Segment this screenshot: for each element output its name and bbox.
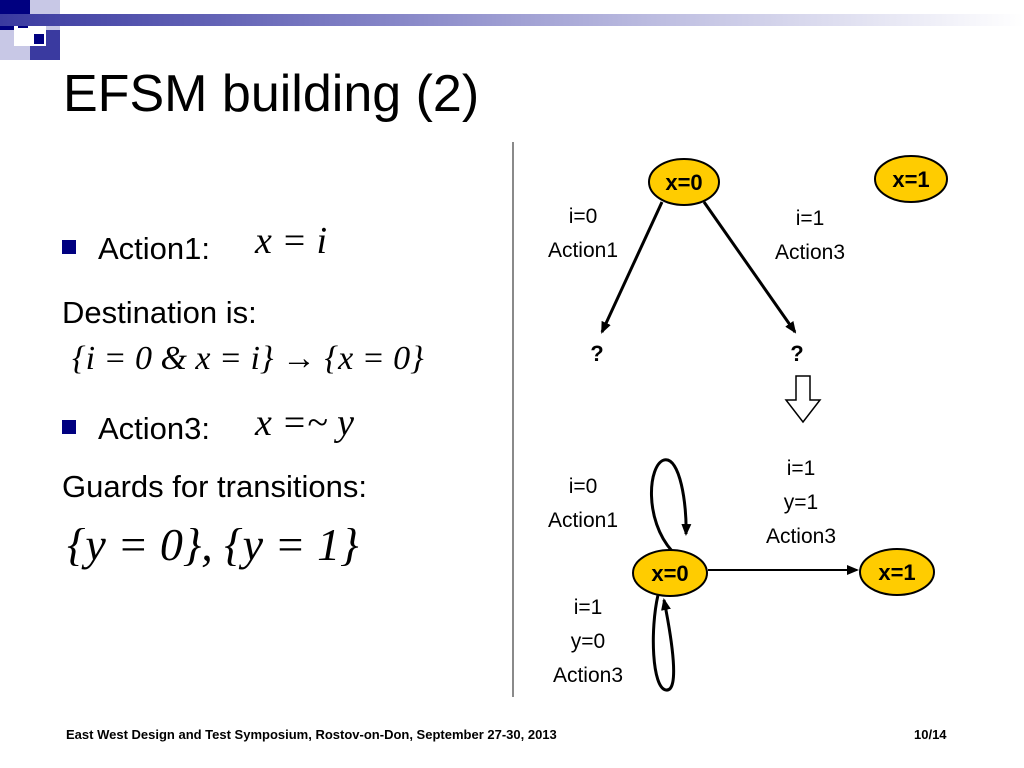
- state-label-top-x0: x=0: [665, 170, 702, 195]
- loop-top-label-1: i=0: [569, 475, 598, 498]
- action3-formula: x =~ y: [255, 401, 354, 445]
- transition-edge-top-right: [702, 201, 797, 334]
- vertical-divider: [512, 142, 514, 697]
- action3-line: Action3:: [62, 411, 210, 447]
- slide-footer: East West Design and Test Symposium, Ros…: [66, 727, 557, 742]
- guards-label: Guards for transitions:: [62, 469, 367, 504]
- unknown-target-left: ?: [590, 341, 603, 366]
- edge-label-top-right-2: Action3: [775, 241, 845, 264]
- loop-top-label-2: Action1: [548, 509, 618, 532]
- action1-line: Action1:: [62, 231, 210, 267]
- page-number: 10/14: [914, 727, 947, 742]
- edge-label-top-right-1: i=1: [796, 207, 825, 230]
- edge-label-bottom-3: Action3: [766, 525, 836, 548]
- destination-label: Destination is:: [62, 295, 257, 330]
- guards-formula: {y = 0}, {y = 1}: [67, 518, 359, 571]
- state-label-bottom-x0: x=0: [651, 561, 688, 586]
- unknown-target-right: ?: [790, 341, 803, 366]
- action3-label: Action3:: [98, 411, 211, 446]
- bullet-icon: [62, 239, 76, 254]
- state-label-top-x1: x=1: [892, 167, 929, 192]
- bullet-icon: [62, 419, 76, 434]
- down-arrow-icon: [784, 375, 822, 424]
- action1-formula: x = i: [255, 219, 327, 263]
- state-node-top-x0: [648, 158, 720, 206]
- state-node-bottom-x0: [632, 549, 708, 597]
- edge-label-top-left-1: i=0: [569, 205, 598, 228]
- transition-edge-top-left: [600, 201, 664, 334]
- self-loop-top: [649, 458, 692, 553]
- guards-formula-text: {y = 0}, {y = 1}: [67, 519, 359, 570]
- edge-label-bottom-1: i=1: [787, 457, 816, 480]
- state-node-top-x1: [874, 155, 948, 203]
- loop-bottom-label-1: i=1: [574, 596, 603, 619]
- slide-title: EFSM building (2): [63, 65, 480, 123]
- action1-label: Action1:: [98, 231, 211, 266]
- bottom-diagram: x=0 x=1 i=0 Action1 i=1 y=0 Action3 i=1 …: [548, 457, 935, 692]
- action3-formula-text: x =~ y: [255, 402, 354, 444]
- loop-bottom-label-3: Action3: [553, 664, 623, 687]
- edge-label-bottom-2: y=1: [784, 491, 818, 514]
- action1-formula-text: x = i: [255, 220, 328, 262]
- destination-formula: {i = 0 & x = i} → {x = 0}: [72, 340, 424, 378]
- top-diagram: x=0 x=1 i=0 Action1 i=1 Action3 ? ?: [548, 155, 948, 366]
- state-label-bottom-x1: x=1: [878, 560, 915, 585]
- destination-formula-text: {i = 0 & x = i} → {x = 0}: [72, 340, 424, 377]
- loop-bottom-label-2: y=0: [571, 630, 605, 653]
- title-bar-decoration: [0, 14, 1024, 26]
- self-loop-bottom: [651, 594, 676, 692]
- state-node-bottom-x1: [859, 548, 935, 596]
- edge-label-top-left-2: Action1: [548, 239, 618, 262]
